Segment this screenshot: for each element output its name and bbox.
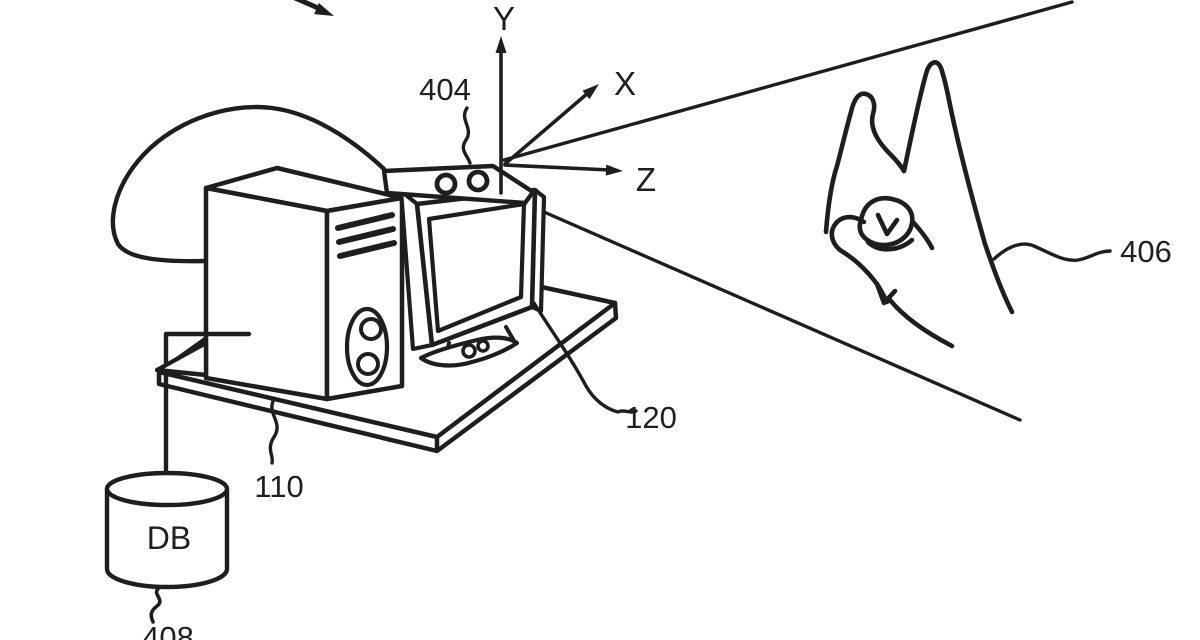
database-cylinder-top [107,473,227,505]
axis-label-x: X [614,65,636,102]
y-axis-arrowhead-icon [496,36,507,53]
z-axis-line [505,165,610,170]
gesture-hand [826,62,1012,346]
leader-110 [270,399,277,463]
axis-label-z: Z [636,161,656,198]
label-406: 406 [1120,234,1172,269]
label-404: 404 [419,72,471,107]
field-of-view-lines [504,2,1072,420]
top-edge-arrow-shaft [286,0,318,8]
leader-404 [463,108,470,163]
camera-lens-left [437,175,455,193]
leader-406 [994,244,1110,260]
database-text: DB [147,520,191,556]
top-edge-arrow [286,0,336,22]
coordinate-axes: Y X Z [493,0,656,198]
leader-408 [151,587,160,622]
label-110: 110 [254,469,303,504]
label-120: 120 [625,400,677,435]
axis-label-y: Y [493,0,515,37]
z-axis-arrowhead-icon [606,165,624,177]
tower-front-face [206,188,327,399]
x-axis-line [505,93,588,164]
computer-tower [206,168,402,399]
label-408: 408 [142,620,194,640]
fov-line-upper [504,2,1072,160]
camera-lens-right [469,172,487,190]
